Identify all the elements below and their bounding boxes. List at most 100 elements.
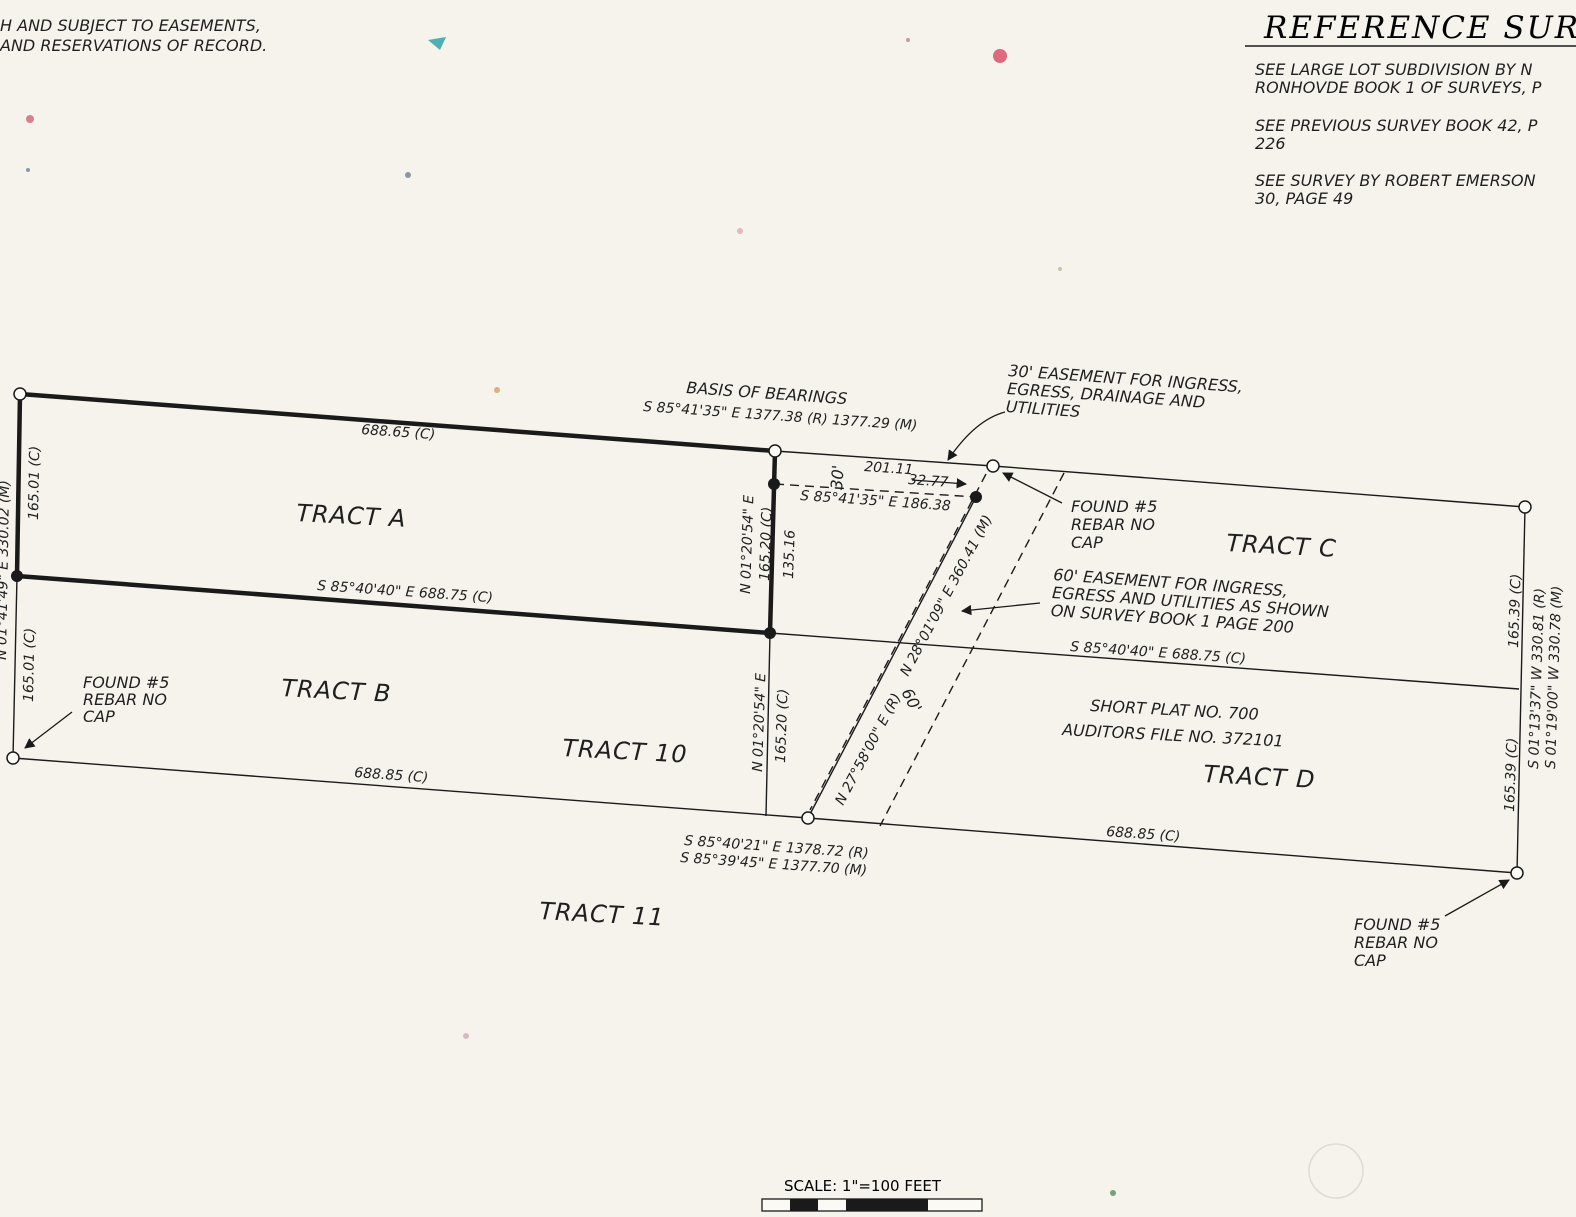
east-boundary-line <box>1516 506 1526 874</box>
dim-tract-d-south: 688.85 (C) <box>1106 824 1181 845</box>
tract-10-label: TRACT 10 <box>562 734 689 769</box>
easement-30-line3: UTILITIES <box>1005 397 1081 421</box>
easement-30-note: 30' EASEMENT FOR INGRESS, EGRESS, DRAINA… <box>1005 361 1243 421</box>
easement-30-line <box>774 483 977 498</box>
monument-open <box>986 459 1000 473</box>
monument-solid <box>11 570 23 582</box>
dim-tract-d-east: 165.39 (C) <box>1502 737 1521 812</box>
found-rebar-note-b: FOUND #5 REBAR NO CAP <box>83 673 169 726</box>
dim-thirty-foot: 30' <box>827 464 848 490</box>
dim-201-11: 201.11 <box>864 459 914 478</box>
monument-solid <box>768 478 780 490</box>
tract-ab-division-line <box>16 573 771 636</box>
tract-b-west-line <box>12 575 18 759</box>
dim-east-measured: S 01°19'00" W 330.78 (M) <box>1543 585 1565 769</box>
dim-32-77: 32.77 <box>908 472 949 491</box>
speckle <box>405 172 411 178</box>
tract-cd-division-line <box>769 632 1520 690</box>
speckle <box>1058 267 1062 271</box>
tract-a-north-line <box>19 391 776 454</box>
monument-open <box>13 387 27 401</box>
dim-west-boundary: N 01°41'49" E 330.02 (M) <box>0 480 13 660</box>
easement-30-leader-arrow <box>947 411 1006 461</box>
dim-tract-a-east-bearing: N 01°20'54" E <box>738 495 757 595</box>
found-rebar-c-leader-arrow <box>1002 472 1063 504</box>
reference-title: REFERENCE SURV <box>1263 10 1576 46</box>
dimension-32-arrow <box>911 478 968 489</box>
monument-open <box>801 811 815 825</box>
speckle <box>906 38 910 42</box>
easement-60-leader-arrow <box>960 602 1041 616</box>
easement-60-note: 60' EASEMENT FOR INGRESS, EGRESS AND UTI… <box>1050 565 1329 637</box>
reference-item-2-line2: 226 <box>1255 134 1286 153</box>
found-rebar-note-d: FOUND #5 REBAR NO CAP <box>1354 915 1440 970</box>
header-note-line2: AND RESERVATIONS OF RECORD. <box>0 36 267 55</box>
found-rebar-c-line2: REBAR NO <box>1071 515 1155 534</box>
boundary-lines <box>12 391 1526 874</box>
speckle-pink-small <box>26 115 34 123</box>
found-rebar-b-line3: CAP <box>83 707 115 726</box>
tract-b10-east-line <box>765 632 771 817</box>
dim-tract-c-east: 165.39 (C) <box>1506 573 1525 648</box>
tract-c-label: TRACT C <box>1226 529 1338 563</box>
dim-tract-a-east-distance: 165.20 (C) <box>757 506 776 581</box>
short-plat-number: SHORT PLAT NO. 700 <box>1090 696 1259 724</box>
found-rebar-d-leader-arrow <box>1444 879 1510 917</box>
found-rebar-d-line2: REBAR NO <box>1354 933 1438 952</box>
dim-tract-b-east-distance: 165.20 (C) <box>773 688 792 763</box>
tract-11-label: TRACT 11 <box>539 897 666 932</box>
tract-c-north-line <box>992 465 1526 508</box>
dim-tract-b-west: 165.01 (C) <box>21 628 38 702</box>
dim-tract-b-east-bearing: N 01°20'54" E <box>750 673 769 773</box>
found-rebar-c-line1: FOUND #5 <box>1071 497 1157 516</box>
speckle <box>463 1033 469 1039</box>
found-rebar-b-line2: REBAR NO <box>83 690 167 709</box>
dim-135-16: 135.16 <box>781 530 799 580</box>
reference-item-2-line1: SEE PREVIOUS SURVEY BOOK 42, P <box>1255 116 1538 135</box>
dim-easement-measured: N 28°01'09" E 360.41 (M) <box>897 513 996 679</box>
scale-bar-segment <box>790 1199 818 1211</box>
header-note-line1: H AND SUBJECT TO EASEMENTS, <box>0 16 261 35</box>
leader-arrows <box>24 411 1510 917</box>
scale-bar <box>761 1198 983 1212</box>
north-line-mid <box>774 450 994 467</box>
scale-bar-segment <box>874 1199 928 1211</box>
tract-b-label: TRACT B <box>281 674 393 708</box>
monuments <box>6 387 1532 880</box>
found-rebar-b-leader-arrow <box>24 711 73 749</box>
faint-stamp-ring <box>1308 1143 1364 1199</box>
easement-60-east-line <box>879 472 1065 827</box>
found-rebar-c-line3: CAP <box>1071 533 1103 552</box>
paper-speckles <box>26 37 1116 1196</box>
speckle <box>1110 1190 1116 1196</box>
found-rebar-b-line1: FOUND #5 <box>83 673 169 692</box>
monument-open <box>768 444 782 458</box>
tract-a-west-line <box>14 393 23 577</box>
reference-item-3-line2: 30, PAGE 49 <box>1255 189 1353 208</box>
easement-centerline <box>807 496 977 819</box>
dim-tract-a-north: 688.65 (C) <box>361 422 436 443</box>
tract-d-south-line <box>807 817 1518 874</box>
dim-east-record: S 01°13'37" W 330.81 (R) <box>1526 588 1548 769</box>
dim-tract-a-west: 165.01 (C) <box>26 446 43 520</box>
monument-solid <box>764 627 776 639</box>
found-rebar-note-c: FOUND #5 REBAR NO CAP <box>1071 497 1157 552</box>
tract-a-label: TRACT A <box>296 499 408 533</box>
reference-item-1-line1: SEE LARGE LOT SUBDIVISION BY N <box>1255 60 1533 79</box>
dim-inner-bearing: S 85°41'35" E 186.38 <box>800 488 952 514</box>
scale-bar-segment <box>846 1199 874 1211</box>
found-rebar-d-line1: FOUND #5 <box>1354 915 1440 934</box>
easement-60-west-line <box>809 473 987 811</box>
monument-open <box>1518 500 1532 514</box>
reference-item-1-line2: RONHOVDE BOOK 1 OF SURVEYS, P <box>1255 78 1542 97</box>
auditors-file-number: AUDITORS FILE NO. 372101 <box>1061 720 1284 751</box>
basis-of-bearings-value: S 85°41'35" E 1377.38 (R) 1377.29 (M) <box>643 399 918 434</box>
monument-open <box>6 751 20 765</box>
speckle-teal <box>428 37 446 50</box>
scale-label: SCALE: 1"=100 FEET <box>784 1177 942 1195</box>
monument-solid <box>970 491 982 503</box>
speckle <box>26 168 30 172</box>
speckle <box>494 387 500 393</box>
dim-tract-cd-division: S 85°40'40" E 688.75 (C) <box>1070 639 1247 667</box>
tract-b10-south-line <box>12 757 809 819</box>
